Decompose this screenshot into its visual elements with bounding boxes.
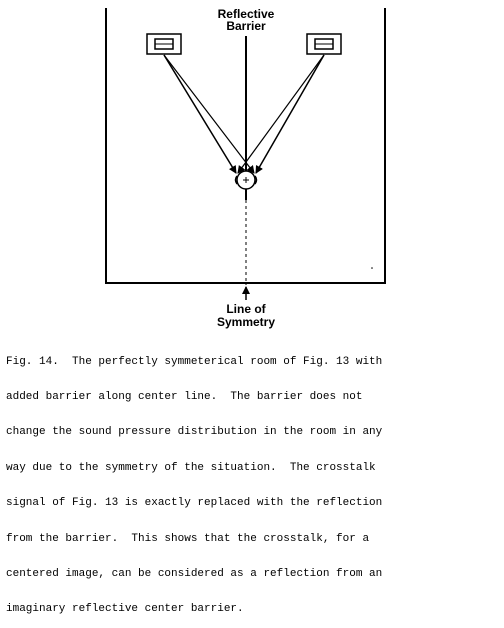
caption-line: Fig. 14. The perfectly symmeterical room… <box>6 355 383 368</box>
room-walls <box>105 8 386 284</box>
caption-line: way due to the symmetry of the situation… <box>6 461 376 474</box>
top-label-line2: Barrier <box>226 19 266 33</box>
caption-line: added barrier along center line. The bar… <box>6 390 363 403</box>
room-diagram: Reflective Barrier Line of Symmetry <box>105 7 386 329</box>
right-reflected-path <box>237 54 325 174</box>
figure-caption: Fig. 14. The perfectly symmeterical room… <box>6 333 498 628</box>
top-label-line1: Reflective <box>218 7 275 21</box>
left-reflected-path <box>163 54 255 174</box>
right-direct-path <box>255 54 325 174</box>
bottom-label-line2: Symmetry <box>217 315 275 329</box>
caption-line: signal of Fig. 13 is exactly replaced wi… <box>6 497 383 510</box>
caption-line: change the sound pressure distribution i… <box>6 426 383 439</box>
left-direct-path <box>163 54 237 174</box>
caption-line: imaginary reflective center barrier. <box>6 603 244 616</box>
caption-line: centered image, can be considered as a r… <box>6 567 383 580</box>
left-speaker <box>146 33 182 55</box>
scan-dot <box>371 267 373 269</box>
listener-head <box>234 170 258 190</box>
bottom-label-line1: Line of <box>226 302 266 316</box>
right-speaker <box>306 33 342 55</box>
caption-line: from the barrier. This shows that the cr… <box>6 532 370 545</box>
